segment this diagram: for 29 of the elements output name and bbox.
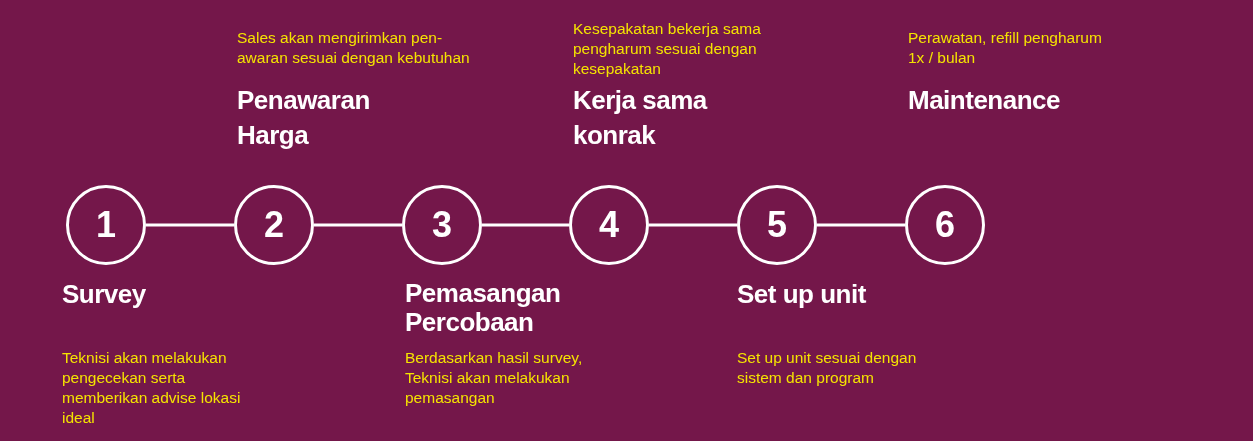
step-title: Set up unit [737,279,866,309]
connector-line [649,223,737,227]
step-title: Maintenance [908,84,1060,117]
step-title: Kerja sama konrak [573,84,709,152]
step-title: Survey [62,279,146,309]
step-description: Kesepakatan bekerja sama pengharum sesuai dengan kesepakatan [573,19,762,79]
step-title: Penawaran Harga [237,84,371,152]
step-number: 3 [432,207,452,243]
step-description: Set up unit sesuai dengan sistem dan program [737,348,918,388]
connector-line [817,223,905,227]
step-circle [737,185,817,265]
step-number: 1 [96,207,116,243]
step-circle [569,185,649,265]
step-number: 6 [935,207,955,243]
step-number: 2 [264,207,284,243]
step-circle [234,185,314,265]
step-circle [402,185,482,265]
connector-line [146,223,234,227]
connector-line [482,223,569,227]
step-title: Pemasangan Percobaan [405,279,562,337]
step-description: Sales akan mengirimkan pen- awaran sesuai dengan kebutuhan [237,28,471,68]
step-description: Berdasarkan hasil survey, Teknisi akan melakukan pemasangan [405,348,584,408]
step-circle [66,185,146,265]
step-circle [905,185,985,265]
step-number: 5 [767,207,787,243]
connector-line [314,223,402,227]
step-description: Perawatan, refill pengharum 1x / bulan [908,28,1103,68]
step-number: 4 [599,207,619,243]
step-description: Teknisi akan melakukan pengecekan serta memberikan advise lokasi ideal [62,348,242,428]
